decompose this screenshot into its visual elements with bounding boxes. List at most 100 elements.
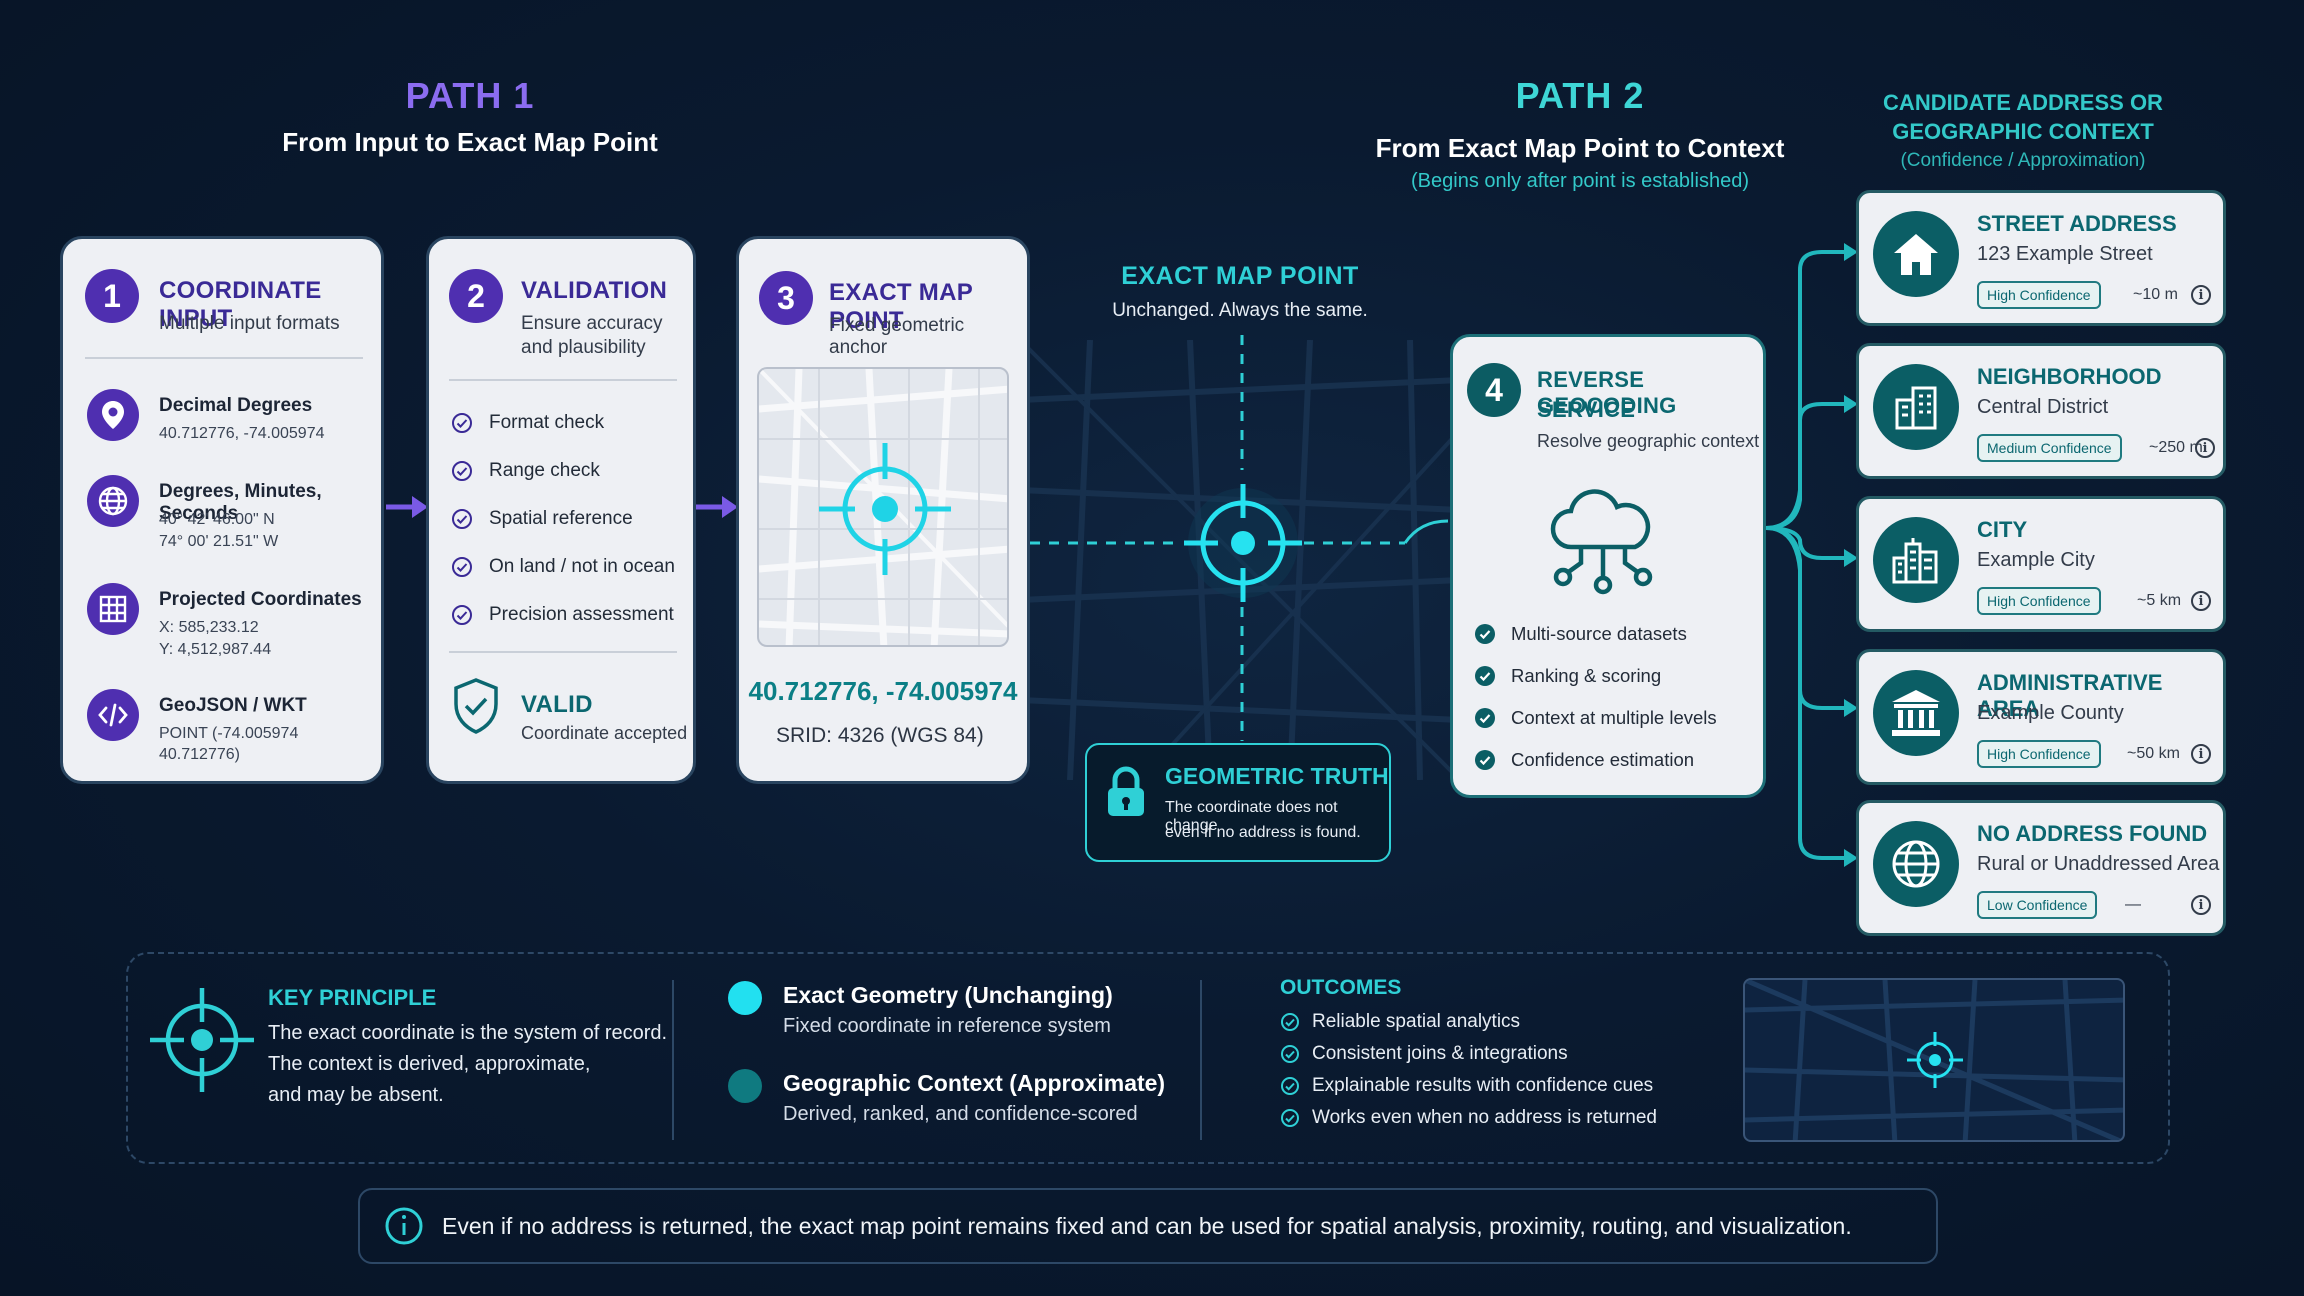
result-value: 123 Example Street [1977,243,2153,265]
check-circle-icon [1281,1077,1299,1095]
check-circle-icon [1281,1045,1299,1063]
info-icon[interactable]: i [2191,895,2211,915]
legend-subtitle: Fixed coordinate in reference system [783,1015,1111,1037]
step-number-3: 3 [759,271,813,325]
key-principle-line2: The context is derived, approximate, [268,1053,591,1075]
globe-icon [1873,821,1959,907]
step-number-2: 2 [449,269,503,323]
result-title: NO ADDRESS FOUND [1977,821,2208,846]
step1-title: COORDINATE INPUT [159,277,322,332]
outcome-label: Reliable spatial analytics [1312,1011,1521,1032]
step-number-1: 1 [85,269,139,323]
divider [85,357,363,359]
result-value: Example County [1977,702,2124,724]
format-title: GeoJSON / WKT [159,695,307,716]
lock-icon [1108,766,1144,816]
info-icon[interactable]: i [2195,438,2215,458]
format-title: Degrees, Minutes, Seconds [159,481,322,524]
distance-label: ~10 m [2133,286,2178,303]
step2-subtitle-line2: and plausibility [521,337,646,358]
path2-subtitle: From Exact Map Point to Context [1375,133,1785,163]
footer-note: Even if no address is returned, the exac… [358,1188,1938,1264]
feature-label: Ranking & scoring [1511,665,1662,686]
format-title: Projected Coordinates [159,589,362,610]
check-label: Precision assessment [489,604,674,625]
divider [1200,980,1202,1140]
cloud-network-icon [1550,489,1653,595]
outcomes-list: Reliable spatial analytics Consistent jo… [1280,1006,1657,1134]
candidate-header-line1: CANDIDATE ADDRESS OR [1883,90,2163,115]
key-principle-panel [126,952,2170,1164]
reverse-geocoding-card: 4 REVERSE GEOCODING SERVICE Resolve geog… [1450,334,1766,798]
format-value: X: 585,233.12 [159,619,259,636]
confidence-badge: Low Confidence [1977,891,2098,919]
key-principle-line1: The exact coordinate is the system of re… [268,1022,668,1044]
outcome-label: Explainable results with confidence cues [1312,1075,1654,1096]
check-item: Spatial reference [451,495,675,543]
key-principle-title: KEY PRINCIPLE [268,985,437,1010]
info-icon[interactable]: i [2191,285,2211,305]
check-circle-icon [452,605,472,625]
path1-title: PATH 1 [405,75,535,116]
confidence-badge: High Confidence [1977,740,2101,768]
footer-text: Even if no address is returned, the exac… [442,1212,1852,1239]
geographic-context-dot [728,1069,762,1103]
check-circle-icon [1475,624,1495,644]
geometric-truth-box: GEOMETRIC TRUTH The coordinate does not … [1085,743,1391,862]
mini-map-thumbnail [1743,978,2125,1142]
legend-subtitle: Derived, ranked, and confidence-scored [783,1103,1138,1125]
check-item: Format check [451,399,675,447]
center-point-title: EXACT MAP POINT [1121,262,1359,290]
step2-title: VALIDATION [521,277,668,304]
check-item: Range check [451,447,675,495]
step-number-4: 4 [1467,363,1521,417]
result-title: CITY [1977,517,2028,542]
coordinates-value: 40.712776, -74.005974 [748,676,1018,706]
format-value: 74° 00' 21.51" W [159,533,279,550]
crosshair-target-icon [819,443,951,575]
map-preview [757,367,1009,647]
valid-title: VALID [521,691,593,718]
check-label: On land / not in ocean [489,556,675,577]
format-value: 40.712776, -74.005974 [159,425,325,442]
path1-subtitle: From Input to Exact Map Point [282,127,658,157]
outcome-item: Consistent joins & integrations [1280,1038,1657,1070]
result-card-neighborhood: NEIGHBORHOOD Central District Medium Con… [1856,343,2226,479]
grid-icon [87,583,139,635]
crosshair-icon [150,988,254,1092]
outcome-label: Works even when no address is returned [1312,1107,1657,1128]
city-icon [1873,517,1959,603]
check-circle-icon [1281,1013,1299,1031]
feature-label: Context at multiple levels [1511,707,1717,728]
check-circle-icon [1281,1109,1299,1127]
branch-connectors [1766,243,1858,867]
path2-note: (Begins only after point is established) [1411,170,1749,192]
format-title: Decimal Degrees [159,395,313,416]
format-value: 40° 42' 46.00" N [159,511,275,528]
coordinate-input-card: 1 COORDINATE INPUT Multiple input format… [60,236,384,784]
info-icon[interactable]: i [2191,744,2211,764]
result-value: Example City [1977,549,2095,571]
check-label: Spatial reference [489,508,633,529]
dashed-connector [1030,335,1449,741]
validation-checklist: Format check Range check Spatial referen… [451,399,675,639]
flow-arrow [386,496,428,518]
srid-label: SRID: 4326 (WGS 84) [776,724,984,747]
candidate-header: CANDIDATE ADDRESS OR GEOGRAPHIC CONTEXT … [1855,88,2191,175]
validation-card: 2 VALIDATION Ensure accuracy and plausib… [426,236,696,784]
feature-item: Multi-source datasets [1475,613,1717,655]
check-circle-icon [1475,750,1495,770]
check-item: On land / not in ocean [451,543,675,591]
feature-label: Multi-source datasets [1511,623,1687,644]
distance-label: ~250 m [2149,439,2203,456]
info-icon [385,1207,423,1245]
step2-subtitle-line1: Ensure accuracy [521,313,663,334]
step1-subtitle: Multiple input formats [159,313,340,334]
legend-title: Geographic Context (Approximate) [783,1070,1166,1096]
background-street-map [1020,340,1460,780]
confidence-badge: Medium Confidence [1977,434,2122,462]
format-value: POINT (-74.005974 40.712776) [159,725,299,763]
info-icon[interactable]: i [2191,591,2211,611]
confidence-badge: High Confidence [1977,281,2101,309]
feature-label: Confidence estimation [1511,749,1695,770]
